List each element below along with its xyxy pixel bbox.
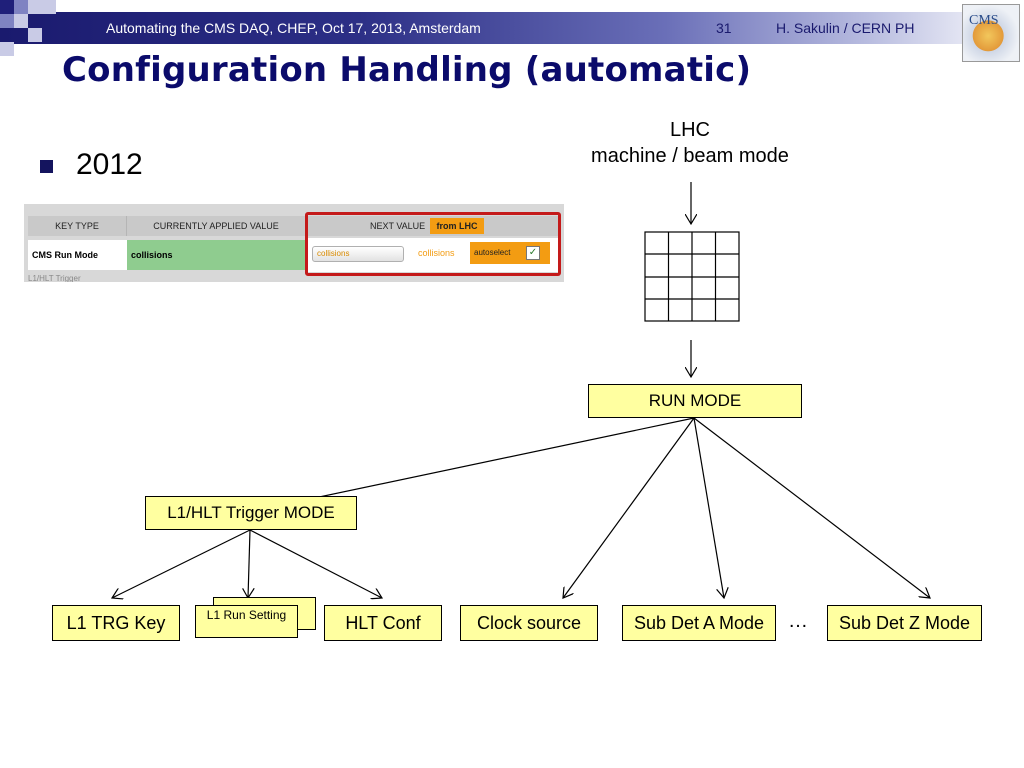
lhc-label-line1: LHC (669, 119, 710, 141)
subdet-a-mode-box: Sub Det A Mode (622, 605, 776, 641)
page-number: 31 (716, 20, 732, 36)
hlt-conf-box: HLT Conf (324, 605, 442, 641)
column-header-key-type: KEY TYPE (28, 216, 127, 236)
lhc-label-line2: machine / beam mode (591, 145, 789, 167)
l1-trg-key-box: L1 TRG Key (52, 605, 180, 641)
arrow-trigger-to-l1key (112, 529, 251, 598)
config-table-screenshot: KEY TYPE CURRENTLY APPLIED VALUE NEXT VA… (24, 204, 564, 282)
current-value-cell: collisions (127, 240, 309, 270)
corner-square (0, 0, 14, 14)
arrow-runmode-to-subdet-z (693, 417, 930, 598)
row-key-cell: CMS Run Mode (28, 240, 128, 270)
arrow-trigger-to-hlt (249, 529, 382, 598)
corner-square (0, 42, 14, 56)
clock-source-box: Clock source (460, 605, 598, 641)
header-subtitle: Automating the CMS DAQ, CHEP, Oct 17, 20… (106, 20, 481, 36)
ellipsis: … (788, 610, 808, 632)
corner-square (14, 14, 28, 28)
bullet-text: 2012 (76, 148, 143, 181)
header-author: H. Sakulin / CERN PH (776, 20, 915, 36)
autoselect-checkbox[interactable]: ✓ (526, 246, 540, 260)
corner-square (28, 28, 42, 42)
header-band (0, 12, 1024, 44)
lookup-table-grid (644, 231, 740, 322)
corner-square (0, 14, 14, 28)
run-mode-box: RUN MODE (588, 384, 802, 418)
next-row-key: L1/HLT Trigger (28, 274, 81, 282)
corner-square (42, 0, 56, 14)
corner-square (14, 0, 28, 14)
from-lhc-badge: from LHC (430, 218, 484, 234)
subdet-z-mode-box: Sub Det Z Mode (827, 605, 982, 641)
lhc-label: LHC machine / beam mode (540, 117, 840, 169)
bullet-square-icon (40, 160, 53, 173)
logo-text: CMS (969, 13, 999, 28)
l1-run-setting-box: L1 Run Setting (195, 605, 298, 638)
slide-title: Configuration Handling (automatic) (62, 50, 752, 90)
trigger-mode-box: L1/HLT Trigger MODE (145, 496, 357, 530)
next-value-text: collisions (418, 248, 455, 258)
arrow-runmode-to-subdet-a (693, 417, 724, 598)
run-mode-dropdown[interactable]: collisions (312, 246, 404, 262)
corner-square (28, 0, 42, 14)
highlight-box (305, 212, 561, 276)
cms-logo: CMS (962, 4, 1020, 62)
arrow-runmode-to-clock (563, 417, 695, 598)
arrow-trigger-to-l1run (248, 529, 250, 598)
